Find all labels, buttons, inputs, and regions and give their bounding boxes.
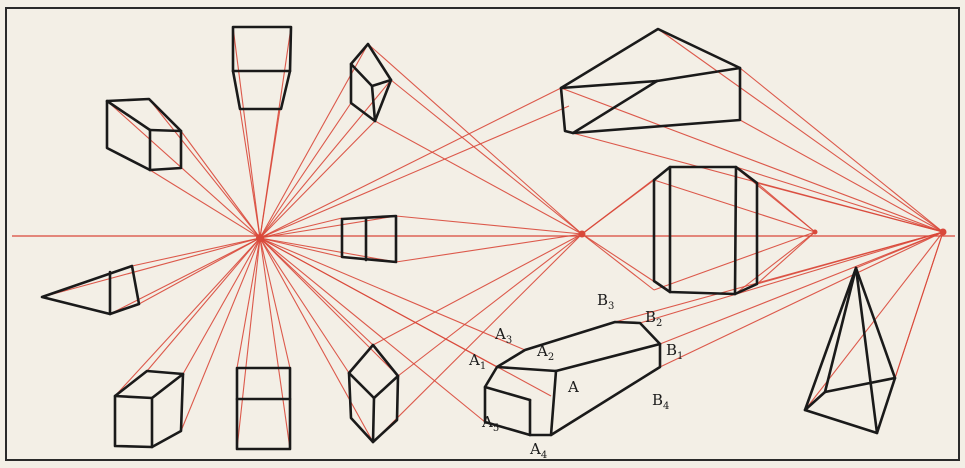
rays-middle-vanishing-point <box>367 43 671 443</box>
solid-large-box-upper-right <box>559 27 742 135</box>
label-a: A <box>567 378 579 396</box>
vanishing-point-right <box>939 228 947 236</box>
solid-box-top <box>349 42 393 123</box>
rays-right-vanishing-points <box>560 28 944 434</box>
label-a3: A3 <box>494 325 512 346</box>
solid-octagonal-prism <box>652 165 759 296</box>
solid-box-bottom-center <box>235 366 292 451</box>
label-b2: B2 <box>645 308 662 329</box>
solid-wedge-left <box>40 264 141 316</box>
solid-prism-top-center <box>231 25 293 111</box>
solid-hexagonal-prism <box>483 320 662 437</box>
label-a2: A2 <box>536 342 554 363</box>
label-a5: A5 <box>481 413 499 434</box>
vanishing-point-left <box>256 234 264 242</box>
label-b3: B3 <box>597 291 614 312</box>
label-b4: B4 <box>652 391 669 412</box>
vanishing-point-center-right <box>812 229 818 235</box>
label-a1: A1 <box>468 351 486 372</box>
solid-cube-lower-left <box>113 369 185 449</box>
vanishing-point-middle <box>578 230 586 238</box>
solid-box-bottom <box>347 343 400 444</box>
diagram-frame <box>5 7 960 461</box>
vertex-labels: A A1 A2 A3 A4 A5 B1 B2 B3 B4 <box>468 291 683 461</box>
solid-pyramid <box>803 266 897 435</box>
label-a4: A4 <box>529 440 547 461</box>
label-b1: B1 <box>666 341 683 362</box>
rays-left-vanishing-point <box>41 26 570 450</box>
solid-cube-upper-left <box>105 97 183 172</box>
solid-box-center <box>340 214 398 264</box>
